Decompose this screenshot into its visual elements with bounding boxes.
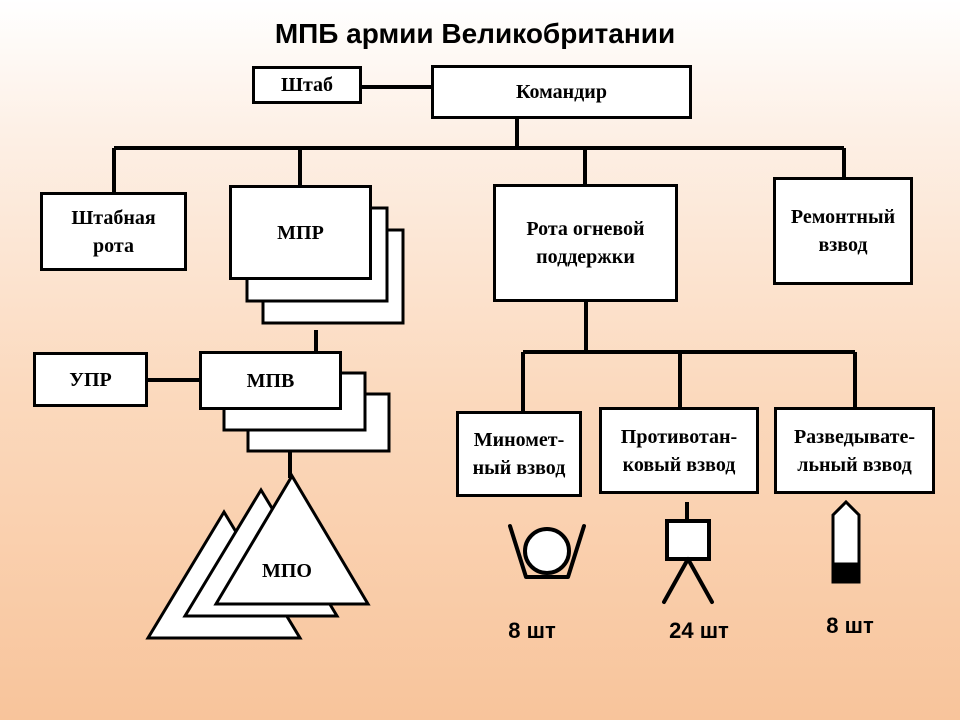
mpr-box[interactable]: МПР — [229, 185, 372, 280]
mpv-label: МПВ — [246, 369, 295, 392]
upr-box[interactable]: УПР — [33, 352, 148, 407]
antitank-platoon-box[interactable]: Противотан- ковый взвод — [599, 407, 759, 494]
mpr-label: МПР — [277, 221, 324, 244]
mortar-platoon-label: Миномет- ный взвод — [472, 429, 566, 479]
antitank-count: 24 шт — [669, 618, 729, 643]
mortar-icon — [508, 524, 586, 579]
antitank-platoon-label: Противотан- ковый взвод — [620, 425, 738, 476]
antitank-launcher-icon — [662, 502, 714, 604]
hq-company-label: Штабная рота — [71, 206, 156, 257]
commander-label: Командир — [516, 81, 607, 103]
recon-vehicle-icon — [831, 499, 861, 584]
hq-label: Штаб — [280, 74, 334, 96]
hq-box[interactable]: Штаб — [252, 66, 362, 104]
mortar-count: 8 шт — [508, 618, 556, 643]
hq-company-box[interactable]: Штабная рота — [40, 192, 187, 271]
mpv-box[interactable]: МПВ — [199, 351, 342, 410]
repair-platoon-box[interactable]: Ремонтный взвод — [773, 177, 913, 285]
recon-platoon-label: Разведывате- льный взвод — [793, 425, 916, 476]
diagram-title: МПБ армии Великобритании — [274, 18, 676, 49]
commander-box[interactable]: Командир — [431, 65, 692, 119]
mpo-triangle-front — [213, 473, 371, 606]
fire-support-company-label: Рота огневой поддержки — [526, 218, 645, 268]
repair-platoon-label: Ремонтный взвод — [790, 206, 896, 256]
mortar-platoon-box[interactable]: Миномет- ный взвод — [456, 411, 582, 497]
fire-support-company-box[interactable]: Рота огневой поддержки — [493, 184, 678, 302]
recon-count: 8 шт — [826, 613, 874, 638]
recon-platoon-box[interactable]: Разведывате- льный взвод — [774, 407, 935, 494]
mpo-label: МПО — [262, 560, 312, 582]
upr-label: УПР — [69, 368, 112, 391]
